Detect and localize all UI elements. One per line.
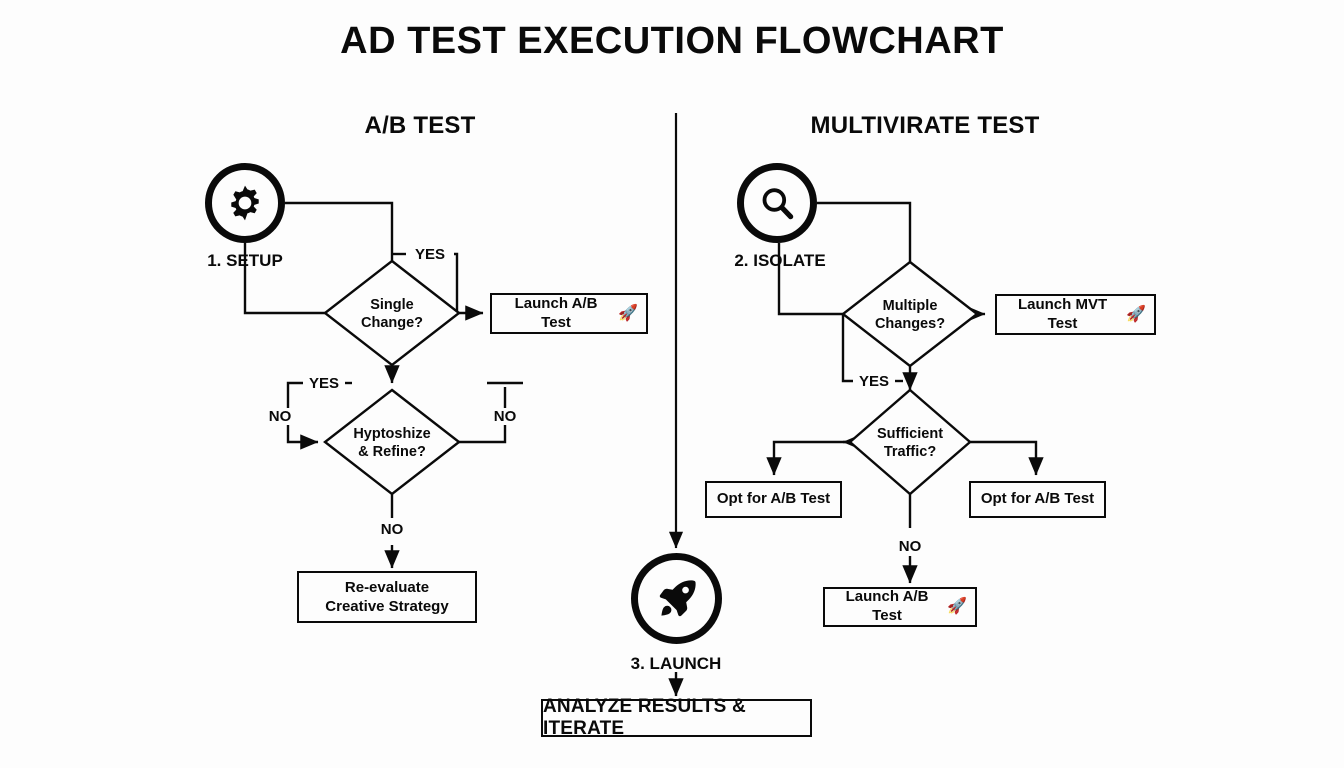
process-analyze-results[interactable]: ANALYZE RESULTS & ITERATE — [541, 696, 812, 739]
process-reevaluate-line2: Creative Strategy — [325, 598, 449, 615]
decision-hypothesize: Hyptoshize & Refine? — [328, 423, 456, 463]
process-launch-mvt-test-label: Launch MVT Test — [1017, 295, 1108, 332]
gear-icon — [231, 185, 259, 221]
isolate-label: 2. ISOLATE — [734, 251, 826, 270]
decision-single-change-line1: Single — [370, 296, 414, 313]
rocket-icon — [659, 579, 696, 616]
isolate-icon-badge — [737, 163, 817, 243]
column-heading-ab-test: A/B TEST — [364, 112, 476, 139]
process-reevaluate-line1: Re-evaluate — [344, 578, 430, 596]
decision-hypothesize-line1: Hyptoshize — [353, 425, 431, 442]
launch-label: 3. LAUNCH — [630, 654, 722, 673]
decision-single-change-line2: Change? — [360, 315, 424, 331]
edge-label-hypothesize-yes: YES — [303, 375, 345, 392]
edge-traffic-to-opt-right — [970, 440, 1044, 476]
decision-single-change: Single Change? — [332, 294, 452, 334]
rocket-icon: 🚀 — [1126, 305, 1146, 323]
launch-icon-badge — [631, 553, 722, 644]
process-opt-for-ab-test-left-label: Opt for A/B Test — [716, 490, 831, 508]
process-opt-for-ab-test-right[interactable]: Opt for A/B Test — [969, 481, 1106, 518]
edge-single-change-yes-to-launch — [452, 252, 484, 321]
process-launch-mvt-test[interactable]: Launch MVT Test 🚀 — [995, 294, 1156, 335]
rocket-icon: 🚀 — [618, 304, 638, 322]
decision-multiple-changes: Multiple Changes? — [848, 295, 972, 335]
rocket-icon: 🚀 — [947, 598, 967, 615]
process-launch-ab-test-right[interactable]: Launch A/B Test 🚀 — [823, 587, 977, 627]
process-launch-ab-test-right-label: Launch A/B Test — [845, 588, 929, 624]
edge-label-sufficient-traffic-no: NO — [892, 538, 928, 555]
edge-label-hypothesize-no-left: NO — [262, 408, 298, 425]
edge-label-multiple-changes-yes: YES — [853, 373, 895, 390]
page-title: AD TEST EXECUTION FLOWCHART — [340, 20, 1004, 62]
process-launch-ab-test-left-label: Launch A/B Test — [514, 294, 598, 331]
decision-multiple-changes-line1: Multiple — [882, 297, 938, 314]
setup-icon-badge — [205, 163, 285, 243]
process-opt-for-ab-test-left[interactable]: Opt for A/B Test — [705, 481, 842, 518]
decision-multiple-changes-line2: Changes? — [874, 316, 946, 332]
edge-traffic-to-opt-left — [766, 440, 850, 476]
process-analyze-results-label: ANALYZE RESULTS & ITERATE — [543, 696, 746, 739]
setup-label: 1. SETUP — [207, 251, 283, 270]
decision-sufficient-traffic: Sufficient Traffic? — [852, 423, 968, 463]
process-reevaluate-creative-strategy[interactable]: Re-evaluate Creative Strategy — [297, 571, 477, 623]
process-opt-for-ab-test-right-label: Opt for A/B Test — [980, 490, 1095, 508]
edge-label-hypothesize-no-right: NO — [487, 408, 523, 425]
column-heading-multivariate-test: MULTIVIRATE TEST — [810, 112, 1040, 139]
decision-sufficient-traffic-line1: Sufficient — [876, 425, 944, 442]
decision-sufficient-traffic-line2: Traffic? — [883, 444, 937, 460]
process-launch-ab-test-left[interactable]: Launch A/B Test 🚀 — [490, 293, 648, 334]
edge-label-hypothesize-no-down: NO — [374, 521, 410, 538]
edge-label-single-change-yes: YES — [406, 246, 454, 263]
magnifier-icon — [762, 188, 794, 220]
decision-hypothesize-line2: & Refine? — [358, 444, 426, 460]
